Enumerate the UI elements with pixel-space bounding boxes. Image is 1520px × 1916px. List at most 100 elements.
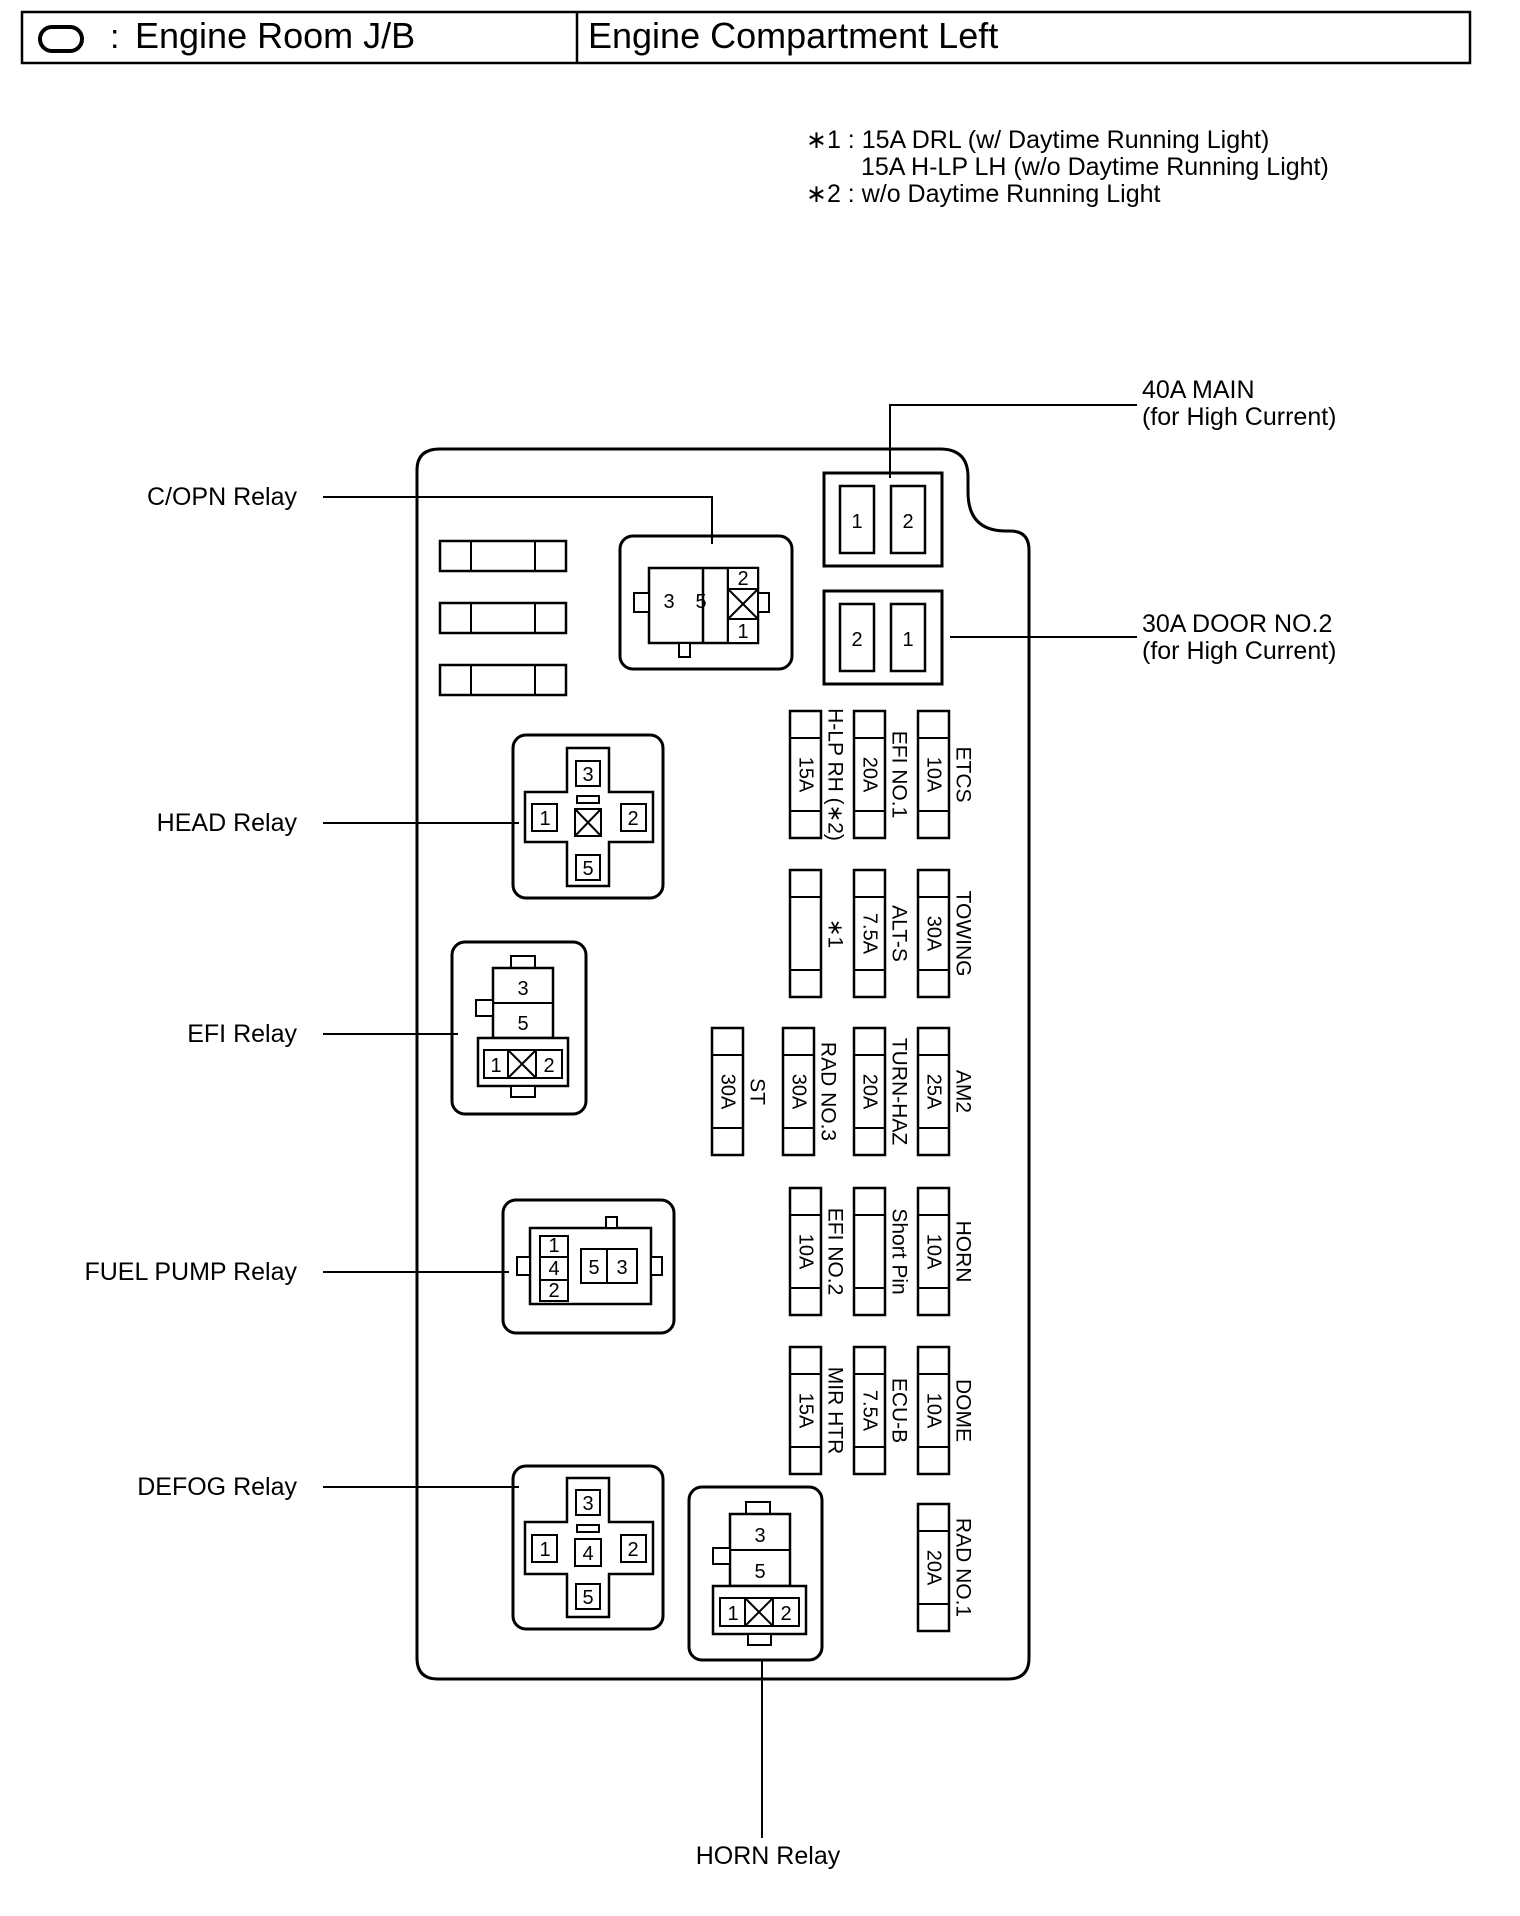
label-efi-relay: EFI Relay xyxy=(187,1020,297,1048)
relay-pin: 3 xyxy=(582,764,593,786)
fuse-body xyxy=(710,1026,745,1157)
footnote-1-alt: 15A H-LP LH (w/o Daytime Running Light) xyxy=(861,153,1329,181)
fuse-amperage: 10A xyxy=(923,1393,945,1429)
relay-pin: 1 xyxy=(539,808,550,830)
callout-labels: 40A MAIN (for High Current) 30A DOOR NO.… xyxy=(84,376,1336,1870)
label-40a-main: 40A MAIN xyxy=(1142,376,1255,404)
spare-fuse-slot xyxy=(438,601,568,635)
relay-pin: 5 xyxy=(517,1013,528,1035)
fuse: 25A AM2 xyxy=(916,1026,975,1157)
label-30a-door-note: (for High Current) xyxy=(1142,637,1337,665)
fuse-body xyxy=(916,868,951,999)
fuse: 30A TOWING xyxy=(916,868,975,999)
fuse-name: TOWING xyxy=(952,891,975,977)
leader-40a-main xyxy=(889,404,1137,478)
fuse-amperage: 10A xyxy=(795,1234,817,1270)
relay-pin: 2 xyxy=(780,1603,791,1625)
fuse-body xyxy=(916,1502,951,1633)
fuse: Short Pin xyxy=(852,1186,911,1317)
relay-pin: 5 xyxy=(695,591,706,613)
fuse-body xyxy=(852,1026,887,1157)
footnote-1: ∗1 : 15A DRL (w/ Daytime Running Light) xyxy=(806,126,1269,154)
fuse-amperage: 30A xyxy=(923,916,945,952)
fuse-40a-main: 1 2 xyxy=(822,471,944,568)
label-horn-relay: HORN Relay xyxy=(696,1842,841,1870)
fuse-name: ALT-S xyxy=(888,905,911,962)
fuse-body xyxy=(788,1186,823,1317)
relay-pin: 1 xyxy=(490,1055,501,1077)
relay-pin: 5 xyxy=(754,1561,765,1583)
header-separator: : xyxy=(110,18,119,56)
label-defog-relay: DEFOG Relay xyxy=(137,1473,297,1501)
fuse-body xyxy=(852,1186,887,1317)
fuse-amperage: 30A xyxy=(717,1074,739,1110)
relay-pin: 2 xyxy=(627,1539,638,1561)
fuse-name: ∗1 xyxy=(824,919,847,948)
fuse-30a-door-no2: 2 1 xyxy=(822,589,944,686)
fuse-amperage: 30A xyxy=(788,1074,810,1110)
header-frame xyxy=(20,10,1472,65)
fuse-amperage: 15A xyxy=(795,757,817,793)
spare-fuse-slots xyxy=(438,539,568,697)
footnotes: ∗1 : 15A DRL (w/ Daytime Running Light) … xyxy=(806,126,1329,208)
fuse-body xyxy=(916,1345,951,1476)
label-30a-door: 30A DOOR NO.2 xyxy=(1142,610,1332,638)
fuse-name: EFI NO.2 xyxy=(824,1208,847,1296)
fuse-body xyxy=(916,709,951,840)
fuse-name: ETCS xyxy=(952,746,975,802)
fuse-amperage: 20A xyxy=(923,1550,945,1586)
header-location: Engine Compartment Left xyxy=(588,15,998,56)
relay-pin: 3 xyxy=(663,591,674,613)
relay-pin: 4 xyxy=(548,1258,559,1280)
fuse: 20A EFI NO.1 xyxy=(852,709,911,840)
relay-pin: 5 xyxy=(588,1257,599,1279)
copn-relay: 3 5 2 1 xyxy=(618,534,794,671)
fuse-amperage: 7.5A xyxy=(859,913,881,955)
relay-pin: 1 xyxy=(539,1539,550,1561)
fuse-name: MIR HTR xyxy=(824,1367,847,1455)
spare-fuse-slot xyxy=(438,663,568,697)
header-title: Engine Room J/B xyxy=(135,15,415,56)
fuse-amperage: 20A xyxy=(859,757,881,793)
fuse-name: EFI NO.1 xyxy=(888,731,911,819)
fuse-body xyxy=(916,1186,951,1317)
fuse-amperage: 10A xyxy=(923,1234,945,1270)
junction-block-outline xyxy=(415,447,1031,1681)
relay-pin: 3 xyxy=(616,1257,627,1279)
door-pin: 1 xyxy=(902,629,913,651)
fuse-name: ECU-B xyxy=(888,1378,911,1443)
label-head-relay: HEAD Relay xyxy=(157,809,298,837)
leader-copn-relay xyxy=(323,496,713,544)
fuse-name: Short Pin xyxy=(888,1208,911,1294)
fuse-body xyxy=(781,1026,816,1157)
fuse-amperage: 25A xyxy=(923,1074,945,1110)
label-copn-relay: C/OPN Relay xyxy=(147,483,298,511)
fuse-body xyxy=(916,1026,951,1157)
fuse-name: AM2 xyxy=(952,1070,975,1113)
fuse-amperage: 7.5A xyxy=(859,1390,881,1432)
fuse-body xyxy=(788,1345,823,1476)
relay-pin: 2 xyxy=(737,568,748,590)
fuse-amperage: 15A xyxy=(795,1393,817,1429)
head-relay: 3 1 2 5 xyxy=(511,733,665,900)
header: : Engine Room J/B Engine Compartment Lef… xyxy=(20,10,1472,65)
spare-fuse-slot xyxy=(438,539,568,573)
relay-pin: 3 xyxy=(754,1525,765,1547)
fuse: 10A DOME xyxy=(916,1345,975,1476)
fuse-amperage: 10A xyxy=(923,757,945,793)
fuse-body xyxy=(852,1345,887,1476)
fuse-name: DOME xyxy=(952,1379,975,1442)
callout-leader-lines xyxy=(323,404,1137,1838)
fuse: 7.5A ALT-S xyxy=(852,868,911,999)
fuse: 7.5A ECU-B xyxy=(852,1345,911,1476)
fuse-name: HORN xyxy=(952,1221,975,1283)
footnote-2: ∗2 : w/o Daytime Running Light xyxy=(806,180,1161,208)
fuse: 10A ETCS xyxy=(916,709,975,840)
junction-block-symbol-icon xyxy=(38,25,84,53)
